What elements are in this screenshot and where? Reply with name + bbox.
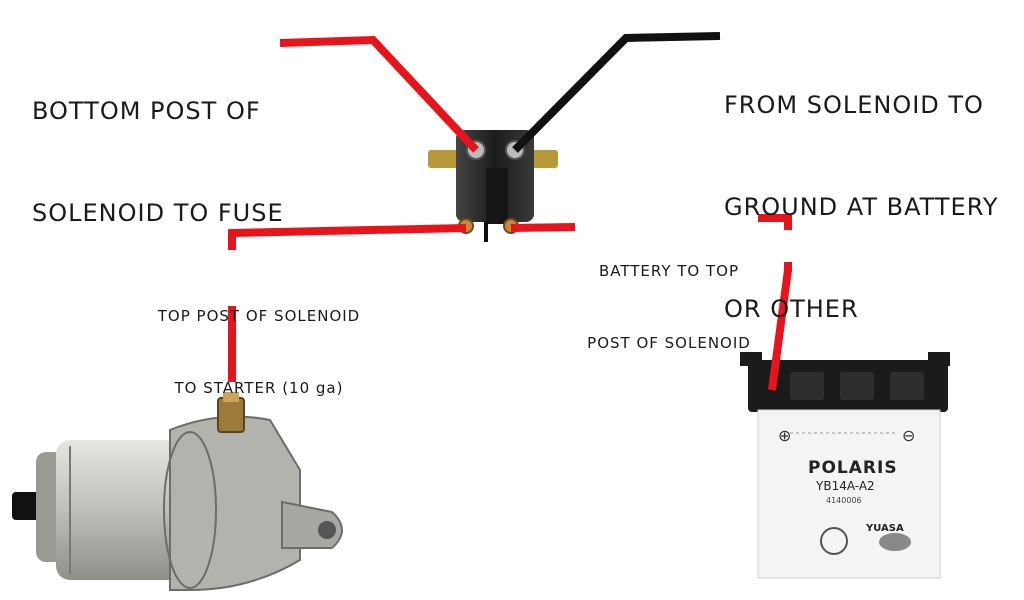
battery-brand: POLARIS [808,458,898,478]
solenoid-mount-right [528,150,558,168]
battery-minus-sign: ⊖ [902,426,915,445]
label-battery-to-top-line: POST OF SOLENOID [587,334,751,352]
starter-terminal-nut [223,392,239,402]
label-fuse-line: SOLENOID TO FUSE [32,199,284,227]
label-ground-line: FROM SOLENOID TO [724,91,984,119]
label-fuse: BOTTOM POST OF SOLENOID TO FUSE [32,26,284,264]
label-top-to-starter-line: TOP POST OF SOLENOID [157,307,361,325]
wires [228,32,792,391]
black-wire-ground [512,32,721,153]
battery-vent-cap [840,372,874,400]
battery-vent-cap [890,372,924,400]
label-top-to-starter: TOP POST OF SOLENOID TO STARTER (10 ga) [130,256,388,424]
battery: ⊕ ⊖ POLARIS YB14A-A2 4140006 YUASA [740,352,950,579]
battery-terminal-negative [928,352,950,366]
red-wire-battery [510,223,576,232]
solenoid-mount-left [428,150,458,168]
label-fuse-line: BOTTOM POST OF [32,97,261,125]
label-battery-to-top: BATTERY TO TOP POST OF SOLENOID [574,211,764,379]
battery-model: YB14A-A2 [815,479,875,493]
battery-maker: YUASA [865,523,904,534]
battery-plus-sign: ⊕ [778,426,791,445]
red-wire-battery [768,262,792,391]
battery-case [757,409,941,579]
starter-flange [163,431,217,589]
solenoid-wire-stub [484,222,488,242]
label-ground-line: GROUND AT BATTERY [724,193,999,221]
battery-yuasa-logo-icon [879,533,911,551]
red-wire-starter [228,224,467,250]
red-wire-fuse [279,35,479,153]
battery-part-number: 4140006 [826,496,862,505]
battery-recycle-icon [820,527,848,555]
starter-mount-hole [318,521,336,539]
label-ground: FROM SOLENOID TO GROUND AT BATTERY OR OT… [724,20,999,360]
starter-shaft [12,492,42,520]
battery-vent-cap [790,372,824,400]
battery-terminal-positive [740,352,762,366]
starter-nose-housing [169,415,301,591]
label-ground-line: OR OTHER [724,295,859,323]
solenoid-stud [486,168,508,224]
label-top-to-starter-line: TO STARTER (10 ga) [174,379,344,397]
red-wire-battery [758,214,792,230]
starter-motor [12,392,343,591]
label-battery-to-top-line: BATTERY TO TOP [598,262,740,280]
